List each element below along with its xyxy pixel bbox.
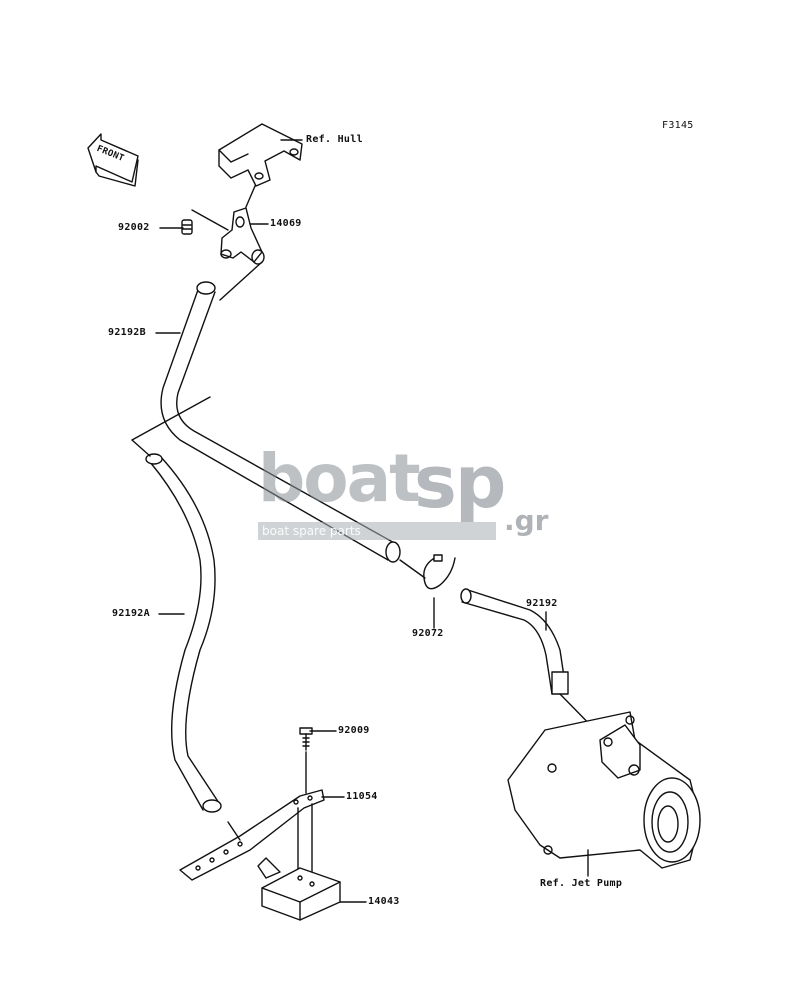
figure-code: F3145 — [662, 120, 694, 131]
hose-92192A — [145, 453, 222, 813]
clamp-92072 — [423, 554, 456, 590]
part-label-92009: 92009 — [338, 725, 370, 736]
hose-92192 — [460, 588, 569, 695]
part-label-92002: 92002 — [118, 222, 150, 233]
bolt-92002 — [181, 219, 193, 235]
part-label-11054: 11054 — [346, 791, 378, 802]
part-label-92072: 92072 — [412, 628, 444, 639]
jet-pump — [507, 711, 701, 869]
part-label-14069: 14069 — [270, 218, 302, 229]
part-label-92192A: 92192A — [112, 608, 150, 619]
hose-92192B — [160, 281, 401, 563]
front-arrow-icon — [87, 133, 139, 187]
part-label-ref-hull: Ref. Hull — [306, 134, 363, 145]
part-label-ref-jet-pump: Ref. Jet Pump — [540, 878, 623, 889]
part-label-14043: 14043 — [368, 896, 400, 907]
bracket-11054 — [179, 789, 325, 881]
part-label-92192: 92192 — [526, 598, 558, 609]
hull-bracket — [218, 123, 303, 187]
part-label-92192B: 92192B — [108, 327, 146, 338]
box-14043 — [257, 857, 341, 921]
fitting-14069 — [220, 207, 265, 265]
